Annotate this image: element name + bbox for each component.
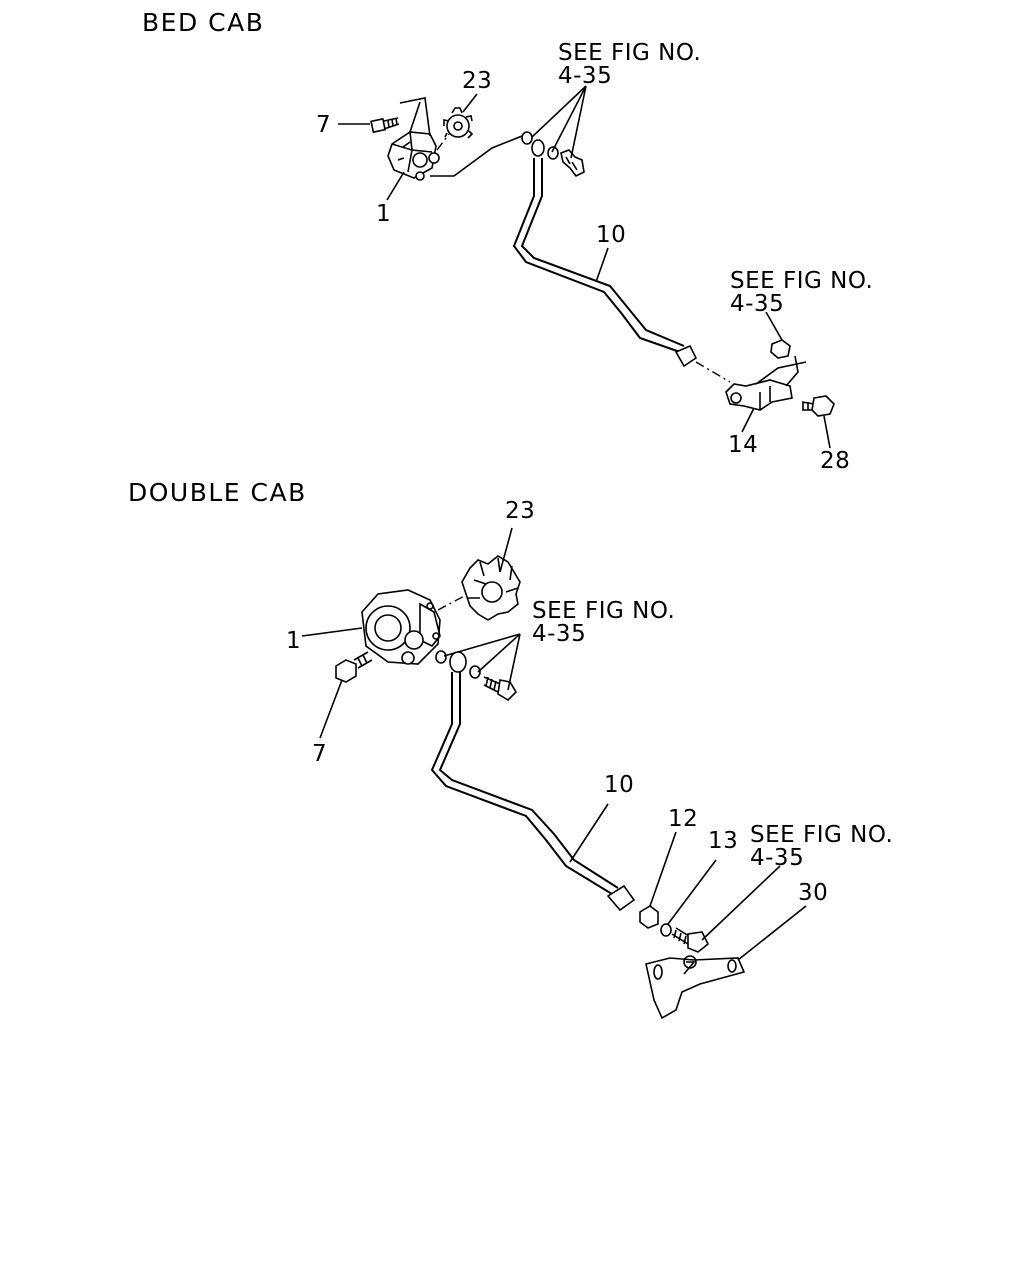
double-cab-leader-lines <box>301 527 807 961</box>
ref-line-2: 4-35 <box>558 63 613 89</box>
bed-cab-callout-28: 28 <box>820 448 851 474</box>
double-cab-see-fig-reference-upper: SEE FIG NO. 4-35 <box>532 600 675 646</box>
double-cab-callout-1: 1 <box>286 628 302 654</box>
ref-line-2: 4-35 <box>532 621 587 647</box>
bed-cab-part-23-gear <box>443 107 474 139</box>
double-cab-callout-23: 23 <box>505 498 536 524</box>
double-cab-part-1-pump <box>361 589 441 665</box>
double-cab-part-23-gear <box>461 555 521 621</box>
bed-cab-part-28-bolt <box>801 395 835 417</box>
ref-line-1: SEE FIG NO. <box>532 598 676 624</box>
bed-cab-part-1-pump <box>387 131 440 181</box>
bed-cab-callout-10: 10 <box>596 222 627 248</box>
double-cab-callout-12: 12 <box>668 806 699 832</box>
double-cab-fitting-bolt <box>671 927 710 953</box>
bed-cab-part-7-bolt <box>370 117 400 134</box>
double-cab-callout-7: 7 <box>312 741 328 767</box>
double-cab-part-13-washer <box>660 923 672 937</box>
bed-cab-callout-14: 14 <box>728 432 759 458</box>
double-cab-part-7-bolt <box>335 651 373 683</box>
double-cab-see-fig-reference-lower: SEE FIG NO. 4-35 <box>750 824 893 870</box>
bed-cab-part-10-tube <box>512 158 685 353</box>
double-cab-callout-13: 13 <box>708 828 739 854</box>
double-cab-callout-10: 10 <box>604 772 635 798</box>
bed-cab-callout-1: 1 <box>376 201 392 227</box>
ref-line-2: 4-35 <box>750 845 805 871</box>
bed-cab-callout-23: 23 <box>462 68 493 94</box>
double-cab-title: DOUBLE CAB <box>128 478 307 507</box>
bed-cab-leader-lines <box>338 85 831 449</box>
bed-cab-assembly <box>338 85 835 449</box>
bed-cab-banjo-fitting <box>521 131 585 178</box>
bed-cab-see-fig-reference-lower: SEE FIG NO. 4-35 <box>730 270 873 316</box>
bed-cab-see-fig-reference-upper: SEE FIG NO. 4-35 <box>558 42 701 88</box>
bed-cab-title: BED CAB <box>142 8 265 37</box>
double-cab-part-30-bracket <box>645 955 746 1020</box>
ref-line-1: SEE FIG NO. <box>730 268 874 294</box>
ref-line-1: SEE FIG NO. <box>750 822 894 848</box>
double-cab-part-12-nut <box>639 905 659 929</box>
ref-line-1: SEE FIG NO. <box>558 40 702 66</box>
double-cab-banjo-fitting <box>435 650 518 702</box>
double-cab-assembly <box>301 527 807 1020</box>
double-cab-callout-30: 30 <box>798 880 829 906</box>
ref-line-2: 4-35 <box>730 291 785 317</box>
bed-cab-part-14-bracket <box>725 339 807 411</box>
double-cab-part-10-tube <box>430 672 619 895</box>
bed-cab-callout-7: 7 <box>316 112 332 138</box>
